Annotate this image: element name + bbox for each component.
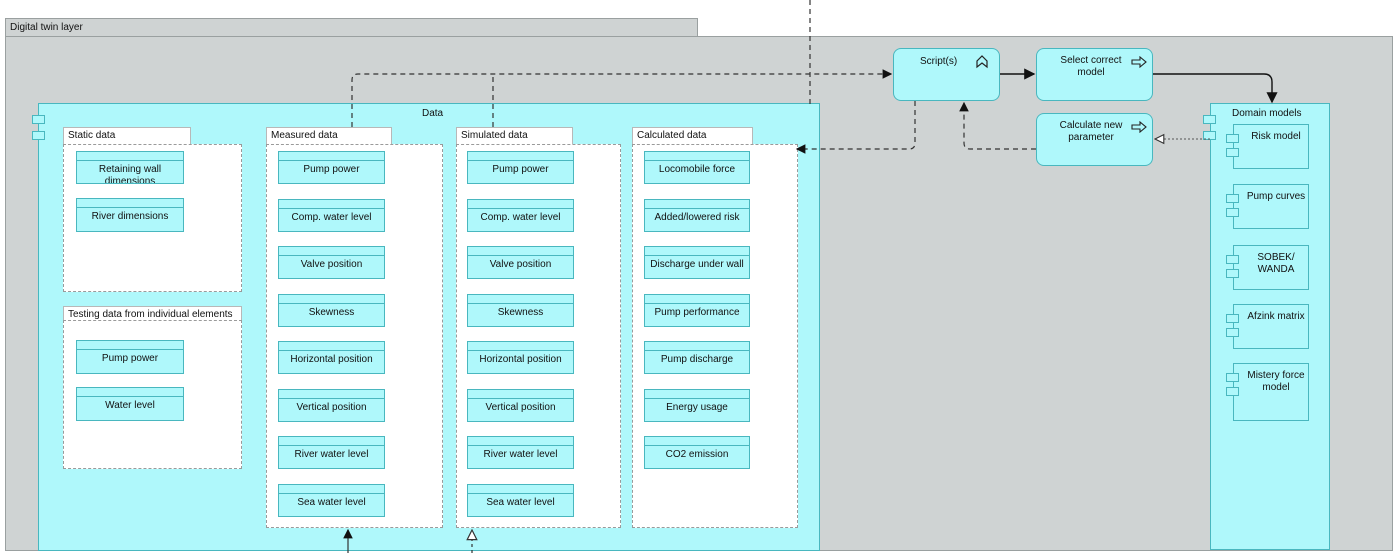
item-label: Vertical position [485, 401, 556, 413]
domain-model-item[interactable]: Afzink matrix [1233, 304, 1309, 349]
calc-param-to-scripts-line [959, 101, 1036, 150]
simulated-item[interactable]: Skewness [467, 293, 574, 327]
domain-model-label: Risk model [1251, 131, 1301, 142]
static-item-river-dimensions[interactable]: River dimensions [76, 198, 184, 232]
process-arrow-icon [1131, 56, 1147, 68]
component-icon-tab [1226, 387, 1239, 396]
testing-item-pump-power[interactable]: Pump power [76, 340, 184, 374]
measured-item[interactable]: River water level [278, 436, 385, 469]
domain-models-title: Domain models [1232, 108, 1302, 119]
scripts-label: Script(s) [920, 56, 958, 67]
measured-item[interactable]: Comp. water level [278, 198, 385, 232]
function-icon [976, 55, 988, 69]
item-label: Water level [105, 400, 155, 411]
static-item-retaining-wall[interactable]: Retaining wall dimensions [76, 151, 184, 184]
item-label: Vertical position [296, 401, 367, 413]
item-label: Horizontal position [479, 354, 562, 365]
scripts-process[interactable]: Script(s) [893, 48, 1000, 101]
simulated-data-label: Simulated data [456, 127, 573, 144]
data-to-scripts-line [351, 69, 893, 127]
component-icon-tab [1226, 208, 1239, 217]
item-label: Pump performance [654, 306, 740, 318]
calculated-item[interactable]: Locomobile force [644, 151, 750, 184]
item-label: Comp. water level [480, 211, 561, 223]
simulated-item[interactable]: Vertical position [467, 388, 574, 422]
item-label: Pump power [492, 164, 549, 175]
item-label: CO2 emission [665, 449, 729, 460]
measured-item[interactable]: Pump power [278, 151, 385, 184]
calculated-item[interactable]: Pump performance [644, 293, 750, 327]
item-label: Sea water level [297, 496, 366, 508]
testing-item-water-level[interactable]: Water level [76, 387, 184, 421]
domain-model-item[interactable]: Pump curves [1233, 184, 1309, 229]
item-label: Pump power [101, 353, 159, 364]
component-icon-tab [1226, 148, 1239, 157]
item-label: Retaining wall dimensions [98, 164, 162, 184]
component-icon-tab-2 [32, 131, 45, 140]
measured-item[interactable]: Valve position [278, 246, 385, 279]
select-model-process[interactable]: Select correct model [1036, 48, 1153, 101]
calculated-item[interactable]: Added/lowered risk [644, 198, 750, 232]
item-label: Skewness [308, 306, 355, 318]
measured-data-label: Measured data [266, 127, 392, 144]
item-label: Valve position [300, 259, 363, 270]
item-label: Horizontal position [290, 354, 373, 365]
simulated-item[interactable]: Sea water level [467, 483, 574, 517]
item-label: River water level [294, 449, 369, 460]
component-icon-tab [1226, 314, 1239, 323]
item-label: Discharge under wall [650, 259, 744, 270]
domain-model-label: Mistery force model [1247, 370, 1305, 393]
item-label: River water level [483, 449, 558, 460]
domain-model-item[interactable]: Mistery force model [1233, 363, 1309, 421]
item-label: Valve position [489, 259, 552, 270]
item-label: River dimensions [91, 211, 169, 222]
simulated-item[interactable]: Valve position [467, 246, 574, 279]
component-icon-tab [1226, 255, 1239, 264]
static-data-label: Static data [63, 127, 191, 144]
scripts-to-calculated-line [795, 101, 916, 154]
domain-model-item[interactable]: SOBEK/ WANDA [1233, 245, 1309, 290]
calculated-item[interactable]: Discharge under wall [644, 246, 750, 279]
item-label: Skewness [497, 306, 544, 318]
domain-model-label: Afzink matrix [1247, 311, 1305, 322]
component-icon-tab [1226, 194, 1239, 203]
measured-item[interactable]: Horizontal position [278, 341, 385, 374]
item-label: Sea water level [486, 496, 555, 508]
simulated-item[interactable]: Horizontal position [467, 341, 574, 374]
component-icon-tab [1226, 373, 1239, 382]
item-label: Pump discharge [660, 354, 734, 365]
measured-item[interactable]: Vertical position [278, 388, 385, 422]
domain-model-item[interactable]: Risk model [1233, 124, 1309, 169]
calculated-item[interactable]: Energy usage [644, 388, 750, 422]
item-label: Comp. water level [291, 211, 372, 223]
calculated-item[interactable]: CO2 emission [644, 436, 750, 469]
component-icon-tab-1 [32, 115, 45, 124]
measured-item[interactable]: Skewness [278, 293, 385, 327]
calculated-item[interactable]: Pump discharge [644, 341, 750, 374]
item-label: Pump power [303, 164, 360, 175]
calculate-parameter-process[interactable]: Calculate new parameter [1036, 113, 1153, 166]
item-label: Energy usage [666, 401, 728, 413]
simulated-item[interactable]: Comp. water level [467, 198, 574, 232]
calculated-data-label: Calculated data [632, 127, 753, 144]
layer-title-tab: Digital twin layer [5, 18, 698, 38]
component-icon-tab [1226, 269, 1239, 278]
domain-model-label: Pump curves [1246, 191, 1306, 202]
select-model-label: Select correct model [1060, 55, 1122, 78]
item-label: Added/lowered risk [654, 211, 740, 223]
measured-item[interactable]: Sea water level [278, 483, 385, 517]
calculate-parameter-label: Calculate new parameter [1059, 120, 1123, 143]
component-icon-tab-1 [1203, 115, 1216, 124]
item-label: Locomobile force [658, 164, 736, 175]
domain-model-label: SOBEK/ WANDA [1257, 252, 1295, 275]
process-arrow-icon [1131, 121, 1147, 133]
select-to-domain-line [1153, 73, 1278, 104]
simulated-item[interactable]: Pump power [467, 151, 574, 184]
simulated-item[interactable]: River water level [467, 436, 574, 469]
component-icon-tab [1226, 134, 1239, 143]
component-icon-tab [1226, 328, 1239, 337]
data-block-title: Data [422, 108, 444, 119]
